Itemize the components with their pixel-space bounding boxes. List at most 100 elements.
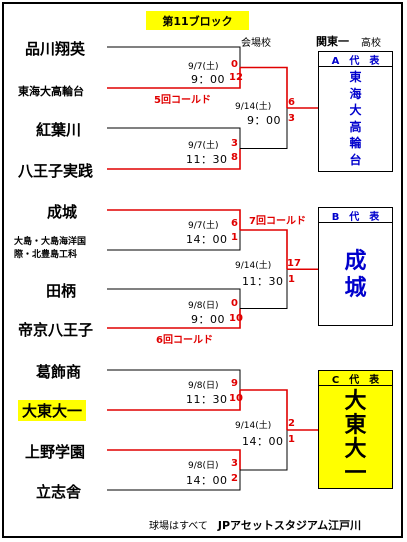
team-8: 帝京八王子 <box>18 321 94 339</box>
team-10: 大東大一 <box>18 400 87 421</box>
r1-m3-top-score: 6 <box>231 218 238 229</box>
rep-box-c-label: C 代 表 <box>319 371 392 386</box>
r1-m3-note: 7回コールド <box>249 216 306 227</box>
rep-box-b: B 代 表 成城 <box>318 207 393 326</box>
footer-venue: JPアセットスタジアム江戸川 <box>217 519 362 532</box>
rep-box-a: A 代 表 東海大高輪台 <box>318 51 393 172</box>
r1-m6-bottom-score: 2 <box>231 473 238 484</box>
r1-m2-top-score: 3 <box>231 138 238 149</box>
team-9: 葛飾商 <box>36 363 82 381</box>
team-5: 成城 <box>47 203 78 221</box>
r2-line-top <box>240 66 288 108</box>
r1-line-bottom <box>107 470 241 491</box>
venue-header: 会場校 <box>241 38 271 49</box>
r2-m1-top-score: 6 <box>288 97 295 108</box>
r1-line-top <box>107 209 241 230</box>
r1-m1-date: 9/7(土) <box>188 62 219 72</box>
r2-m3-top-score: 2 <box>288 418 295 429</box>
rep-box-b-winner: 成城 <box>319 248 392 302</box>
r1-m4-top-score: 0 <box>231 298 238 309</box>
r1-m1-note: 5回コールド <box>154 95 211 106</box>
r1-m1-time: 9：00 <box>191 73 225 86</box>
team-3: 紅葉川 <box>36 121 82 139</box>
r2-m2-date: 9/14(土) <box>235 261 272 271</box>
r2-m1-time: 9：00 <box>247 114 281 127</box>
rep-winner-char: 大 <box>344 389 367 414</box>
r2-m2-bottom-score: 1 <box>288 274 295 285</box>
r2-m2-time: 11：30 <box>242 275 284 288</box>
r1-m6-top-score: 3 <box>231 458 238 469</box>
rep-winner-char: 東 <box>344 413 367 438</box>
r1-m6-time: 14：00 <box>186 474 228 487</box>
r1-m1-bottom-score: 12 <box>229 72 243 83</box>
r1-line-bottom <box>107 230 241 251</box>
rep-box-c-winner: 大東大一 <box>319 390 392 486</box>
rep-winner-char: 高 <box>349 119 362 134</box>
r1-line-top <box>107 449 241 470</box>
sheet-border <box>2 2 403 538</box>
r1-m5-top-score: 9 <box>231 378 238 389</box>
r2-m3-date: 9/14(土) <box>235 421 272 431</box>
r1-line-top <box>107 46 241 68</box>
r1-m2-date: 9/7(土) <box>188 141 219 151</box>
team-1: 品川翔英 <box>25 40 86 58</box>
r1-line-bottom <box>107 390 241 411</box>
r1-m3-bottom-score: 1 <box>231 232 238 243</box>
team-6-line-1: 大島・大島海洋国 <box>14 237 87 247</box>
r2-m1-date: 9/14(土) <box>235 102 272 112</box>
r1-m2-time: 11：30 <box>186 153 228 166</box>
r2-line-bottom <box>240 108 288 149</box>
r1-m2-bottom-score: 8 <box>231 152 238 163</box>
footer-note: 球場はすべて JPアセットスタジアム江戸川 <box>149 517 361 533</box>
rep-box-b-label: B 代 表 <box>319 208 392 223</box>
rep-winner-char: 大 <box>344 437 367 462</box>
rep-winner-char: 城 <box>344 276 367 301</box>
r1-m3-date: 9/7(土) <box>188 221 219 231</box>
rep-winner-char: 大 <box>349 103 362 117</box>
r1-m4-date: 9/8(日) <box>188 301 219 311</box>
r2-m3-time: 14：00 <box>242 435 284 448</box>
footer-prefix: 球場はすべて <box>149 521 208 532</box>
rep-winner-char: 海 <box>349 86 362 101</box>
r1-m5-time: 11：30 <box>186 393 228 406</box>
team-4: 八王子実践 <box>18 162 94 180</box>
rep-winner-char: 輪 <box>349 136 362 150</box>
r2-line-top <box>240 389 288 430</box>
block-title: 第11ブロック <box>146 11 249 30</box>
r2-line-bottom <box>240 269 288 309</box>
r1-m6-date: 9/8(日) <box>188 461 219 471</box>
r1-line-bottom <box>107 67 241 89</box>
r1-line-bottom <box>107 148 241 170</box>
r2-m3-bottom-score: 1 <box>288 434 295 445</box>
r1-m5-bottom-score: 10 <box>229 393 243 404</box>
rep-winner-char: 東 <box>349 70 362 84</box>
team-12: 立志舎 <box>36 483 82 501</box>
rep-winner-char: 台 <box>349 152 362 167</box>
r2-m2-top-score: 17 <box>287 258 301 269</box>
r1-m3-time: 14：00 <box>186 233 228 246</box>
host-school: 関東一 <box>316 35 349 48</box>
rep-winner-char: 成 <box>344 249 367 274</box>
team-11: 上野学園 <box>25 443 86 461</box>
r2-line-top <box>240 229 288 270</box>
r1-line-bottom <box>107 308 241 329</box>
rep-box-c: C 代 表 大東大一 <box>318 370 393 489</box>
rep-box-a-label: A 代 表 <box>319 52 392 67</box>
r1-line-top <box>107 127 241 149</box>
host-suffix: 高校 <box>361 38 381 49</box>
r2-line-bottom <box>240 430 288 471</box>
r1-m1-top-score: 0 <box>231 59 238 70</box>
r1-line-top <box>107 369 241 390</box>
team-6: 大島・大島海洋国 際・北豊島工科 <box>14 236 86 262</box>
rep-box-a-winner: 東海大高輪台 <box>319 69 392 168</box>
rep-winner-char: 一 <box>344 461 367 486</box>
team-2: 東海大高輪台 <box>18 85 84 98</box>
team-6-line-2: 際・北豊島工科 <box>14 250 78 260</box>
r1-m5-date: 9/8(日) <box>188 381 219 391</box>
r1-m4-time: 9：00 <box>191 313 225 326</box>
r2-m1-bottom-score: 3 <box>288 113 295 124</box>
r1-line-top <box>107 288 241 309</box>
r1-m4-bottom-score: 10 <box>229 313 243 324</box>
